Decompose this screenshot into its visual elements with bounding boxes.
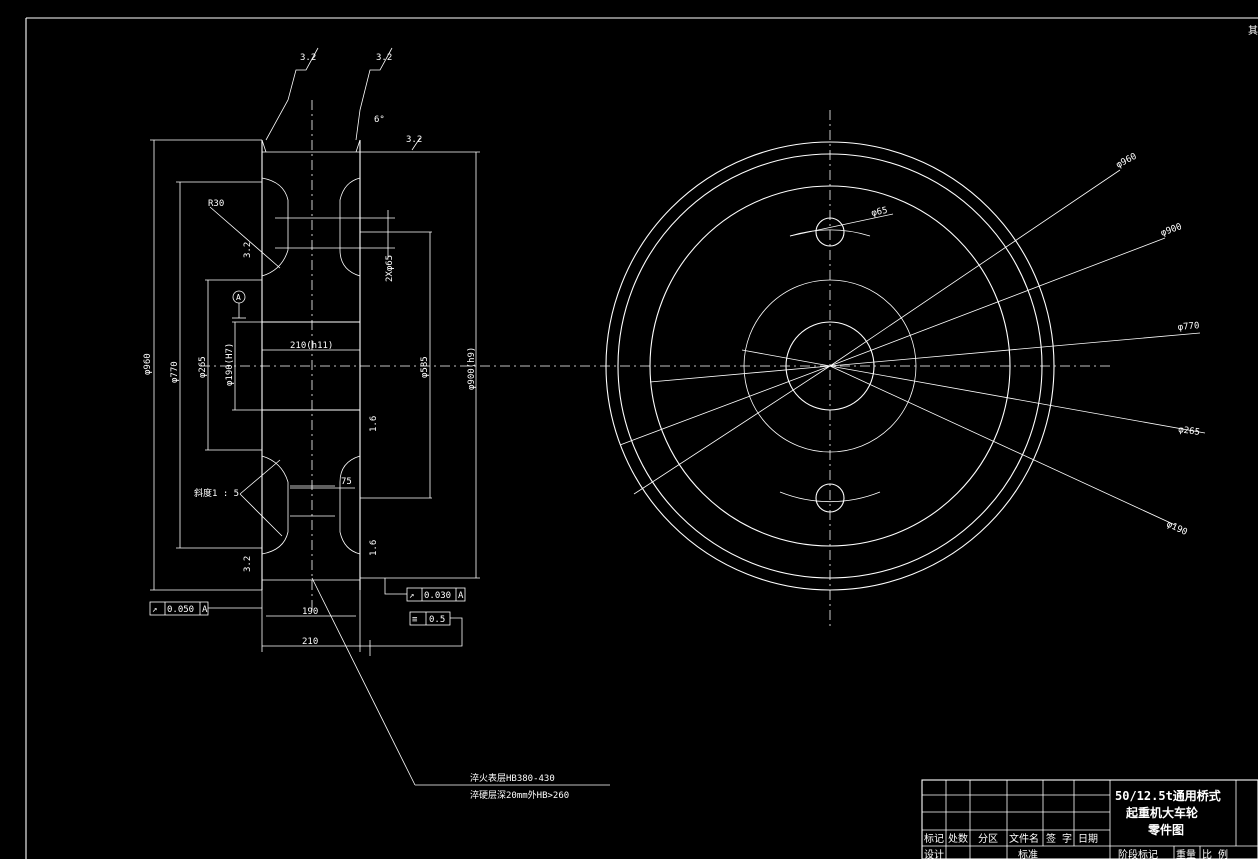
dim-r30: R30 <box>208 199 224 209</box>
dim-holes: 2Xφ65 <box>385 255 395 282</box>
roughness-5: 1.6 <box>369 416 379 432</box>
leader-d770: φ770 <box>1177 321 1199 333</box>
tb-design: 设计 <box>924 848 944 859</box>
dim-d770: φ770 <box>170 361 180 383</box>
upper-section-hatch <box>261 151 361 323</box>
svg-text:≡: ≡ <box>412 615 418 625</box>
tb-stage: 阶段标记 <box>1118 848 1158 859</box>
dim-d585: φ585 <box>420 356 430 378</box>
leader-d960: φ960 <box>1115 152 1139 171</box>
roughness-2: 3.2 <box>376 53 392 63</box>
slope-note: 斜度1 : 5 <box>194 487 239 499</box>
lower-section-hatch <box>261 409 361 581</box>
svg-text:↗: ↗ <box>152 605 157 615</box>
sheet-border <box>25 17 1258 859</box>
runout-right-frame: ↗ 0.030 A <box>384 578 466 602</box>
tb-weight: 重量 <box>1176 848 1196 859</box>
dim-d190: φ190(H7) <box>225 343 235 386</box>
title-line-3: 零件图 <box>1147 822 1184 837</box>
roughness-6: 1.6 <box>369 540 379 556</box>
dim-w75: 75 <box>341 477 352 487</box>
roughness-1: 3.2 <box>300 53 316 63</box>
tb-header-count: 处数 <box>948 832 968 845</box>
svg-text:0.050: 0.050 <box>167 605 194 615</box>
runout-left-frame: ↗ 0.050 A <box>149 601 262 616</box>
datum-label: A <box>236 293 241 302</box>
symmetry-frame: ≡ 0.5 <box>370 611 463 647</box>
dim-d265: φ265 <box>198 356 208 378</box>
leader-d190: φ190 <box>1165 520 1189 538</box>
section-dimensions: φ960 φ770 φ265 φ190(H7) 210(h11) φ585 φ9… <box>143 53 569 801</box>
tb-header-sign: 签 字 <box>1046 832 1072 845</box>
dim-w190: 190 <box>302 607 318 617</box>
tb-header-file: 文件名 <box>1009 832 1039 845</box>
angle-note: 6° <box>374 115 385 125</box>
corner-mark: 其 <box>1248 25 1258 37</box>
title-line-1: 50/12.5t通用桥式 <box>1115 788 1221 803</box>
front-view: φ960 φ900 φ770 φ265 φ190 φ65 <box>605 110 1206 630</box>
svg-text:A: A <box>202 605 208 615</box>
tb-header-date: 日期 <box>1078 833 1098 845</box>
section-view <box>150 47 1110 786</box>
title-line-2: 起重机大车轮 <box>1125 805 1199 820</box>
svg-text:0.030: 0.030 <box>424 591 451 601</box>
svg-text:0.5: 0.5 <box>429 615 445 625</box>
dim-w210-top: 210(h11) <box>290 341 333 351</box>
note-hardness-surface: 淬火表层HB380-430 <box>470 772 555 784</box>
svg-text:↗: ↗ <box>409 591 414 601</box>
roughness-4: 3.2 <box>243 242 253 258</box>
dim-w210-bottom: 210 <box>302 637 318 647</box>
roughness-7: 3.2 <box>243 556 253 572</box>
tb-header-mark: 标记 <box>924 833 944 845</box>
leader-d65: φ65 <box>871 206 889 219</box>
leader-d900: φ900 <box>1160 222 1184 239</box>
dim-d960: φ960 <box>143 353 153 375</box>
note-hardness-depth: 淬硬层深20mm外HB>260 <box>470 789 569 801</box>
roughness-3: 3.2 <box>406 135 422 145</box>
leader-d265: φ265 <box>1178 425 1201 438</box>
tb-header-zone: 分区 <box>978 833 998 845</box>
tb-scale: 比 例 <box>1202 848 1228 859</box>
dim-d900: φ900(h9) <box>467 347 477 390</box>
tb-standard: 标准 <box>1018 849 1038 859</box>
title-block: 50/12.5t通用桥式 起重机大车轮 零件图 标记 处数 分区 文件名 签 字… <box>921 779 1258 859</box>
svg-text:A: A <box>458 591 464 601</box>
